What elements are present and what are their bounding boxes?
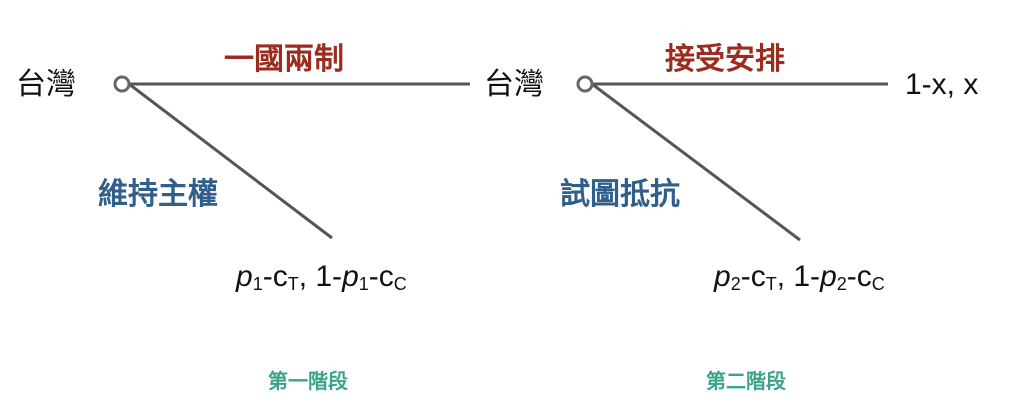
stage1-resist-branch-label: 維持主權 [98,177,218,212]
stage1-player-label: 台灣 [16,67,76,102]
stage2-resist-branch-label: 試圖抵抗 [560,177,680,212]
stage1-resist-payoff: p1-cT, 1-p1-cC [236,260,407,294]
stage1-bottom-branch [128,82,333,240]
stage2-accept-branch-label: 接受安排 [665,42,785,77]
stage1-label: 第一階段 [268,369,348,393]
stage2-decision-node [576,75,594,93]
stage2-resist-payoff: p2-cT, 1-p2-cC [714,260,885,294]
stage1-decision-node [113,75,131,93]
stage2-label: 第二階段 [706,369,786,393]
stage2-bottom-branch [591,82,801,242]
stage1-accept-branch-label: 一國兩制 [224,42,344,77]
stage2-accept-payoff: 1-x, x [905,68,979,101]
stage2-player-label: 台灣 [484,67,544,102]
